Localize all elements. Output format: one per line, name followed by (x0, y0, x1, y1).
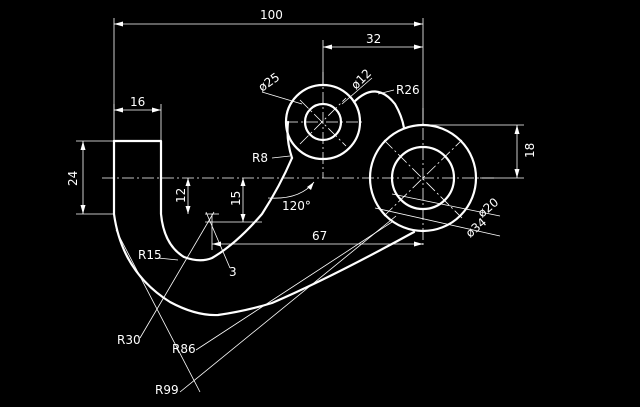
radius-r8: R8 (252, 151, 268, 165)
hook-outer-contour (112, 139, 416, 317)
dim-67: 67 (312, 229, 327, 243)
radius-r26: R26 (396, 83, 420, 97)
dim-32: 32 (366, 32, 381, 46)
r8-fillet (286, 120, 294, 160)
hook-inner-contour (112, 139, 294, 262)
dim-15: 15 (229, 191, 243, 206)
r26-link (352, 90, 406, 130)
center-lines (102, 72, 495, 248)
dim-100: 100 (260, 8, 283, 22)
dim-16: 16 (130, 95, 145, 109)
dim-18: 18 (523, 143, 537, 158)
dimension-labels: 100 32 16 24 18 12 15 67 3 120° ø25 ø12 … (66, 8, 537, 397)
radius-r15: R15 (138, 248, 162, 262)
dimension-lines (76, 18, 524, 393)
dia-25: ø25 (256, 70, 283, 94)
radius-r86: R86 (172, 342, 196, 356)
dim-3: 3 (229, 265, 237, 279)
dim-24: 24 (66, 171, 80, 186)
angle-120: 120° (282, 199, 311, 213)
radius-r99: R99 (155, 383, 179, 397)
dia-12: ø12 (348, 66, 374, 92)
dim-12: 12 (174, 188, 188, 203)
radius-r30: R30 (117, 333, 141, 347)
